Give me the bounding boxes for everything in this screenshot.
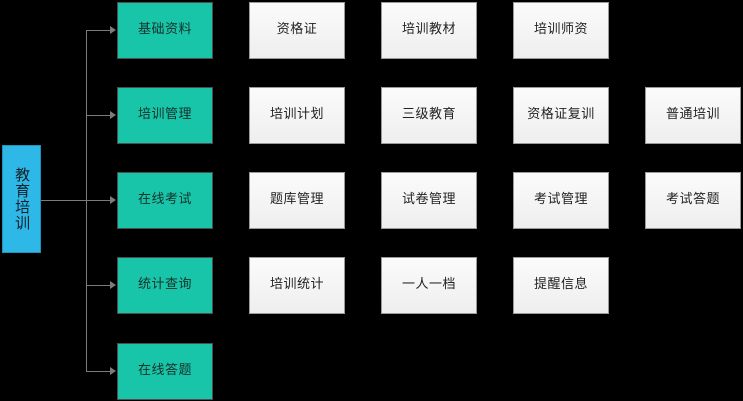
connector-branch-2 — [86, 115, 111, 116]
leaf-node-certificate-retraining[interactable]: 资格证复训 — [513, 87, 609, 144]
leaf-node-exam-paper-management[interactable]: 试卷管理 — [381, 172, 477, 229]
leaf-node-label: 资格证复训 — [527, 107, 595, 123]
leaf-node-label: 普通培训 — [665, 107, 720, 123]
leaf-node-label: 考试答题 — [665, 192, 720, 208]
arrowhead-branch-3 — [110, 196, 116, 204]
leaf-node-question-bank-management[interactable]: 题库管理 — [249, 172, 345, 229]
leaf-node-exam-answering[interactable]: 考试答题 — [645, 172, 741, 229]
leaf-node-label: 提醒信息 — [533, 277, 588, 293]
leaf-node-label: 培训教材 — [401, 22, 456, 38]
arrowhead-branch-2 — [110, 111, 116, 119]
leaf-node-label: 三级教育 — [401, 107, 456, 123]
root-node-education-training[interactable]: 教育培训 — [2, 145, 41, 253]
leaf-node-training-statistics[interactable]: 培训统计 — [249, 257, 345, 314]
leaf-node-label: 题库管理 — [269, 192, 324, 208]
branch-node-statistics-query[interactable]: 统计查询 — [117, 257, 213, 314]
leaf-node-label: 资格证 — [276, 22, 318, 38]
branch-node-basic-data[interactable]: 基础资料 — [117, 2, 213, 59]
leaf-node-label: 一人一档 — [401, 277, 456, 293]
root-node-label: 教育培训 — [13, 167, 32, 231]
arrowhead-branch-1 — [110, 26, 116, 34]
branch-node-online-answering[interactable]: 在线答题 — [117, 343, 213, 400]
connector-branch-3 — [86, 200, 111, 201]
branch-node-label: 在线考试 — [137, 192, 192, 208]
leaf-node-label: 培训师资 — [533, 22, 588, 38]
leaf-node-label: 培训统计 — [269, 277, 324, 293]
leaf-node-label: 考试管理 — [533, 192, 588, 208]
leaf-node-three-level-education[interactable]: 三级教育 — [381, 87, 477, 144]
leaf-node-exam-management[interactable]: 考试管理 — [513, 172, 609, 229]
leaf-node-certificate[interactable]: 资格证 — [249, 2, 345, 59]
leaf-node-training-instructors[interactable]: 培训师资 — [513, 2, 609, 59]
arrowhead-branch-5 — [110, 367, 116, 375]
connector-branch-5 — [86, 371, 111, 372]
connector-root-to-trunk — [41, 200, 87, 201]
arrowhead-branch-4 — [110, 281, 116, 289]
leaf-node-training-plan[interactable]: 培训计划 — [249, 87, 345, 144]
branch-node-training-management[interactable]: 培训管理 — [117, 87, 213, 144]
connector-branch-4 — [86, 285, 111, 286]
branch-node-label: 统计查询 — [137, 277, 192, 293]
leaf-node-reminder-information[interactable]: 提醒信息 — [513, 257, 609, 314]
branch-node-online-exam[interactable]: 在线考试 — [117, 172, 213, 229]
leaf-node-label: 试卷管理 — [401, 192, 456, 208]
leaf-node-label: 培训计划 — [269, 107, 324, 123]
branch-node-label: 在线答题 — [137, 363, 192, 379]
leaf-node-one-person-one-file[interactable]: 一人一档 — [381, 257, 477, 314]
connector-branch-1 — [86, 30, 111, 31]
leaf-node-general-training[interactable]: 普通培训 — [645, 87, 741, 144]
branch-node-label: 基础资料 — [137, 22, 192, 38]
branch-node-label: 培训管理 — [137, 107, 192, 123]
leaf-node-training-materials[interactable]: 培训教材 — [381, 2, 477, 59]
